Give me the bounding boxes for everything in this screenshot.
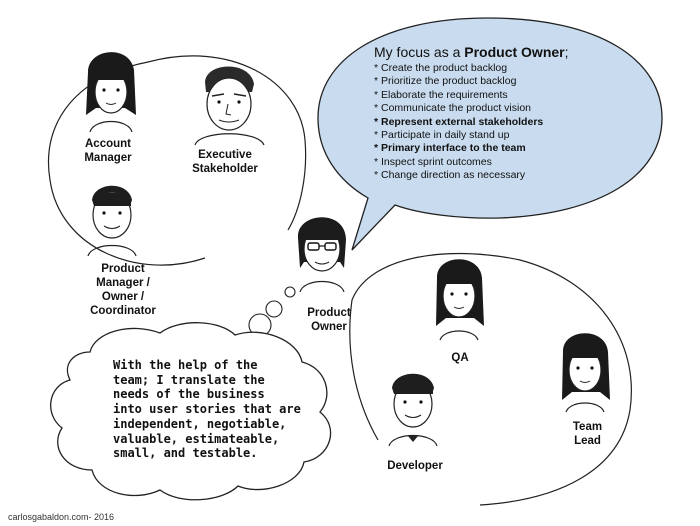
focus-item: * Primary interface to the team	[374, 142, 526, 155]
product-manager-portrait	[87, 185, 137, 257]
cloud-line: With the help of the	[113, 358, 258, 372]
team-lead-portrait	[562, 333, 610, 413]
cloud-line: needs of the business	[113, 387, 265, 402]
cloud-line: valuable, estimateable,	[113, 431, 280, 446]
focus-list: * Create the product backlog * Prioritiz…	[374, 62, 604, 183]
focus-heading: My focus as a Product Owner;	[374, 44, 604, 61]
focus-item: * Create the product backlog	[374, 62, 508, 74]
footer-credit: carlosgabaldon.com- 2016	[8, 512, 115, 522]
account-manager-portrait	[86, 52, 136, 133]
focus-heading-role: Product Owner	[464, 44, 565, 60]
focus-item: * Prioritize the product backlog	[374, 75, 517, 88]
cloud-line: small, and testable.	[113, 446, 258, 461]
focus-item: * Elaborate the requirements	[374, 88, 508, 101]
team-circle-arc	[349, 252, 632, 506]
cloud-line: into user stories that are	[113, 402, 301, 417]
focus-item: * Change direction as necessary	[374, 169, 526, 182]
focus-item: * Represent external stakeholders	[374, 115, 544, 128]
cloud-line: team; I translate the	[113, 372, 265, 387]
focus-item: * Participate in daily stand up	[374, 129, 510, 142]
product-owner-portrait	[297, 217, 346, 293]
speech-bubble	[317, 17, 663, 251]
executive-stakeholder-portrait	[194, 66, 265, 146]
focus-bubble-text: My focus as a Product Owner; * Create th…	[374, 44, 604, 183]
focus-item: * Communicate the product vision	[374, 102, 531, 115]
focus-heading-suffix: ;	[564, 44, 569, 60]
qa-label: QA	[451, 352, 469, 364]
focus-item: * Inspect sprint outcomes	[374, 155, 492, 168]
thought-cloud	[50, 322, 332, 501]
cloud-line: independent, negotiable,	[113, 416, 287, 431]
thought-bubble-medium	[265, 300, 283, 318]
qa-portrait	[436, 259, 484, 341]
developer-portrait	[388, 373, 438, 447]
thought-cloud-text: With the help of the team; I translate t…	[113, 358, 313, 461]
thought-bubble-small	[284, 286, 296, 298]
developer-label: Developer	[387, 460, 443, 472]
focus-heading-prefix: My focus as a	[374, 44, 465, 60]
